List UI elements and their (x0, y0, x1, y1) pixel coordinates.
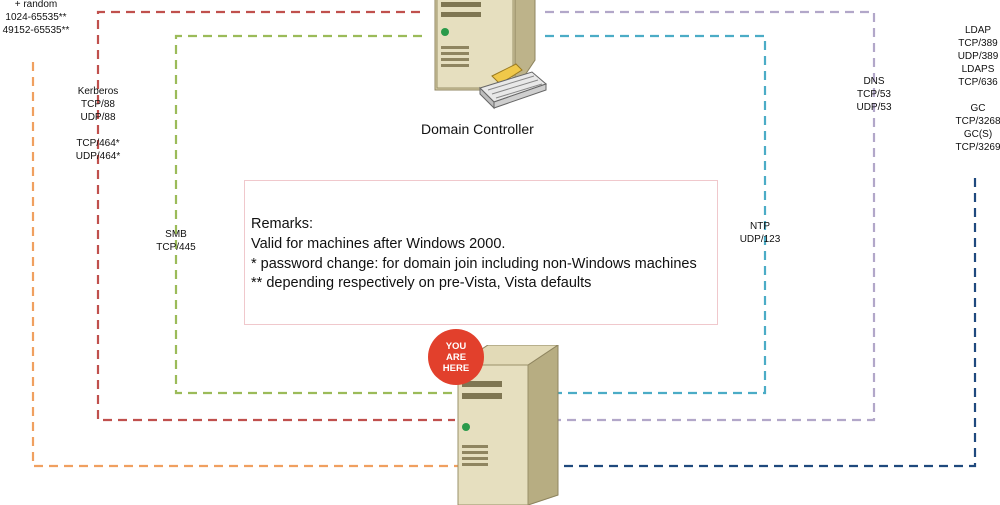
badge-line: HERE (442, 362, 470, 374)
port-line: UDP/464* (75, 151, 121, 162)
badge-line: ARE (445, 351, 467, 363)
random-port-line (31, 62, 470, 468)
port-line: TCP/53 (857, 89, 891, 100)
port-line: NTP (750, 221, 770, 232)
remarks-heading: Remarks: (251, 216, 314, 232)
smb-ports-label: SMB TCP/445 (148, 228, 204, 254)
domain-controller-label: Domain Controller (421, 121, 534, 137)
kerberos-line (96, 10, 455, 422)
random-ports-label: + random 1024-65535** 49152-65535** (0, 0, 76, 37)
port-line: TCP/464* (76, 138, 120, 149)
ldap-ports-label: LDAP TCP/389 UDP/389 LDAPS TCP/636 GC TC… (948, 24, 1000, 154)
port-line: TCP/3268 (955, 116, 1000, 127)
remarks-line: Valid for machines after Windows 2000. (251, 236, 506, 252)
remarks-line: ** depending respectively on pre-Vista, … (251, 275, 592, 291)
you-are-here-badge: YOU ARE HERE (428, 329, 484, 385)
badge-line: YOU (445, 340, 467, 352)
port-line: UDP/88 (80, 112, 116, 123)
port-line: TCP/88 (81, 99, 115, 110)
port-line: GC(S) (963, 129, 993, 140)
port-line: 1024-65535** (5, 12, 67, 23)
port-line: GC (970, 103, 986, 114)
port-line: UDP/389 (957, 51, 999, 62)
ntp-ports-label: NTP UDP/123 (732, 220, 788, 246)
keyboard-icon (479, 63, 547, 110)
port-line: TCP/445 (156, 242, 196, 253)
ldap-line (540, 178, 977, 468)
port-line: UDP/123 (739, 234, 781, 245)
port-line (948, 89, 1000, 102)
port-line: Kerberos (77, 86, 119, 97)
port-line: SMB (165, 229, 187, 240)
dns-ports-label: DNS TCP/53 UDP/53 (846, 75, 902, 114)
port-line: LDAPS (961, 64, 995, 75)
dns-line (530, 10, 876, 422)
port-line: UDP/53 (856, 102, 892, 113)
remarks-line: * password change: for domain join inclu… (251, 256, 697, 272)
kerberos-ports-label: Kerberos TCP/88 UDP/88 TCP/464* UDP/464* (66, 85, 130, 163)
port-line: 49152-65535** (2, 25, 70, 36)
port-line: + random (14, 0, 58, 10)
remarks-box: Remarks: Valid for machines after Window… (244, 180, 718, 325)
smb-line (174, 34, 455, 395)
ntp-line (530, 34, 767, 395)
port-line: LDAP (964, 25, 992, 36)
port-line: TCP/3269 (955, 142, 1000, 153)
port-line: DNS (863, 76, 885, 87)
port-line: TCP/389 (958, 38, 998, 49)
port-line (66, 124, 130, 137)
port-line: TCP/636 (958, 77, 998, 88)
